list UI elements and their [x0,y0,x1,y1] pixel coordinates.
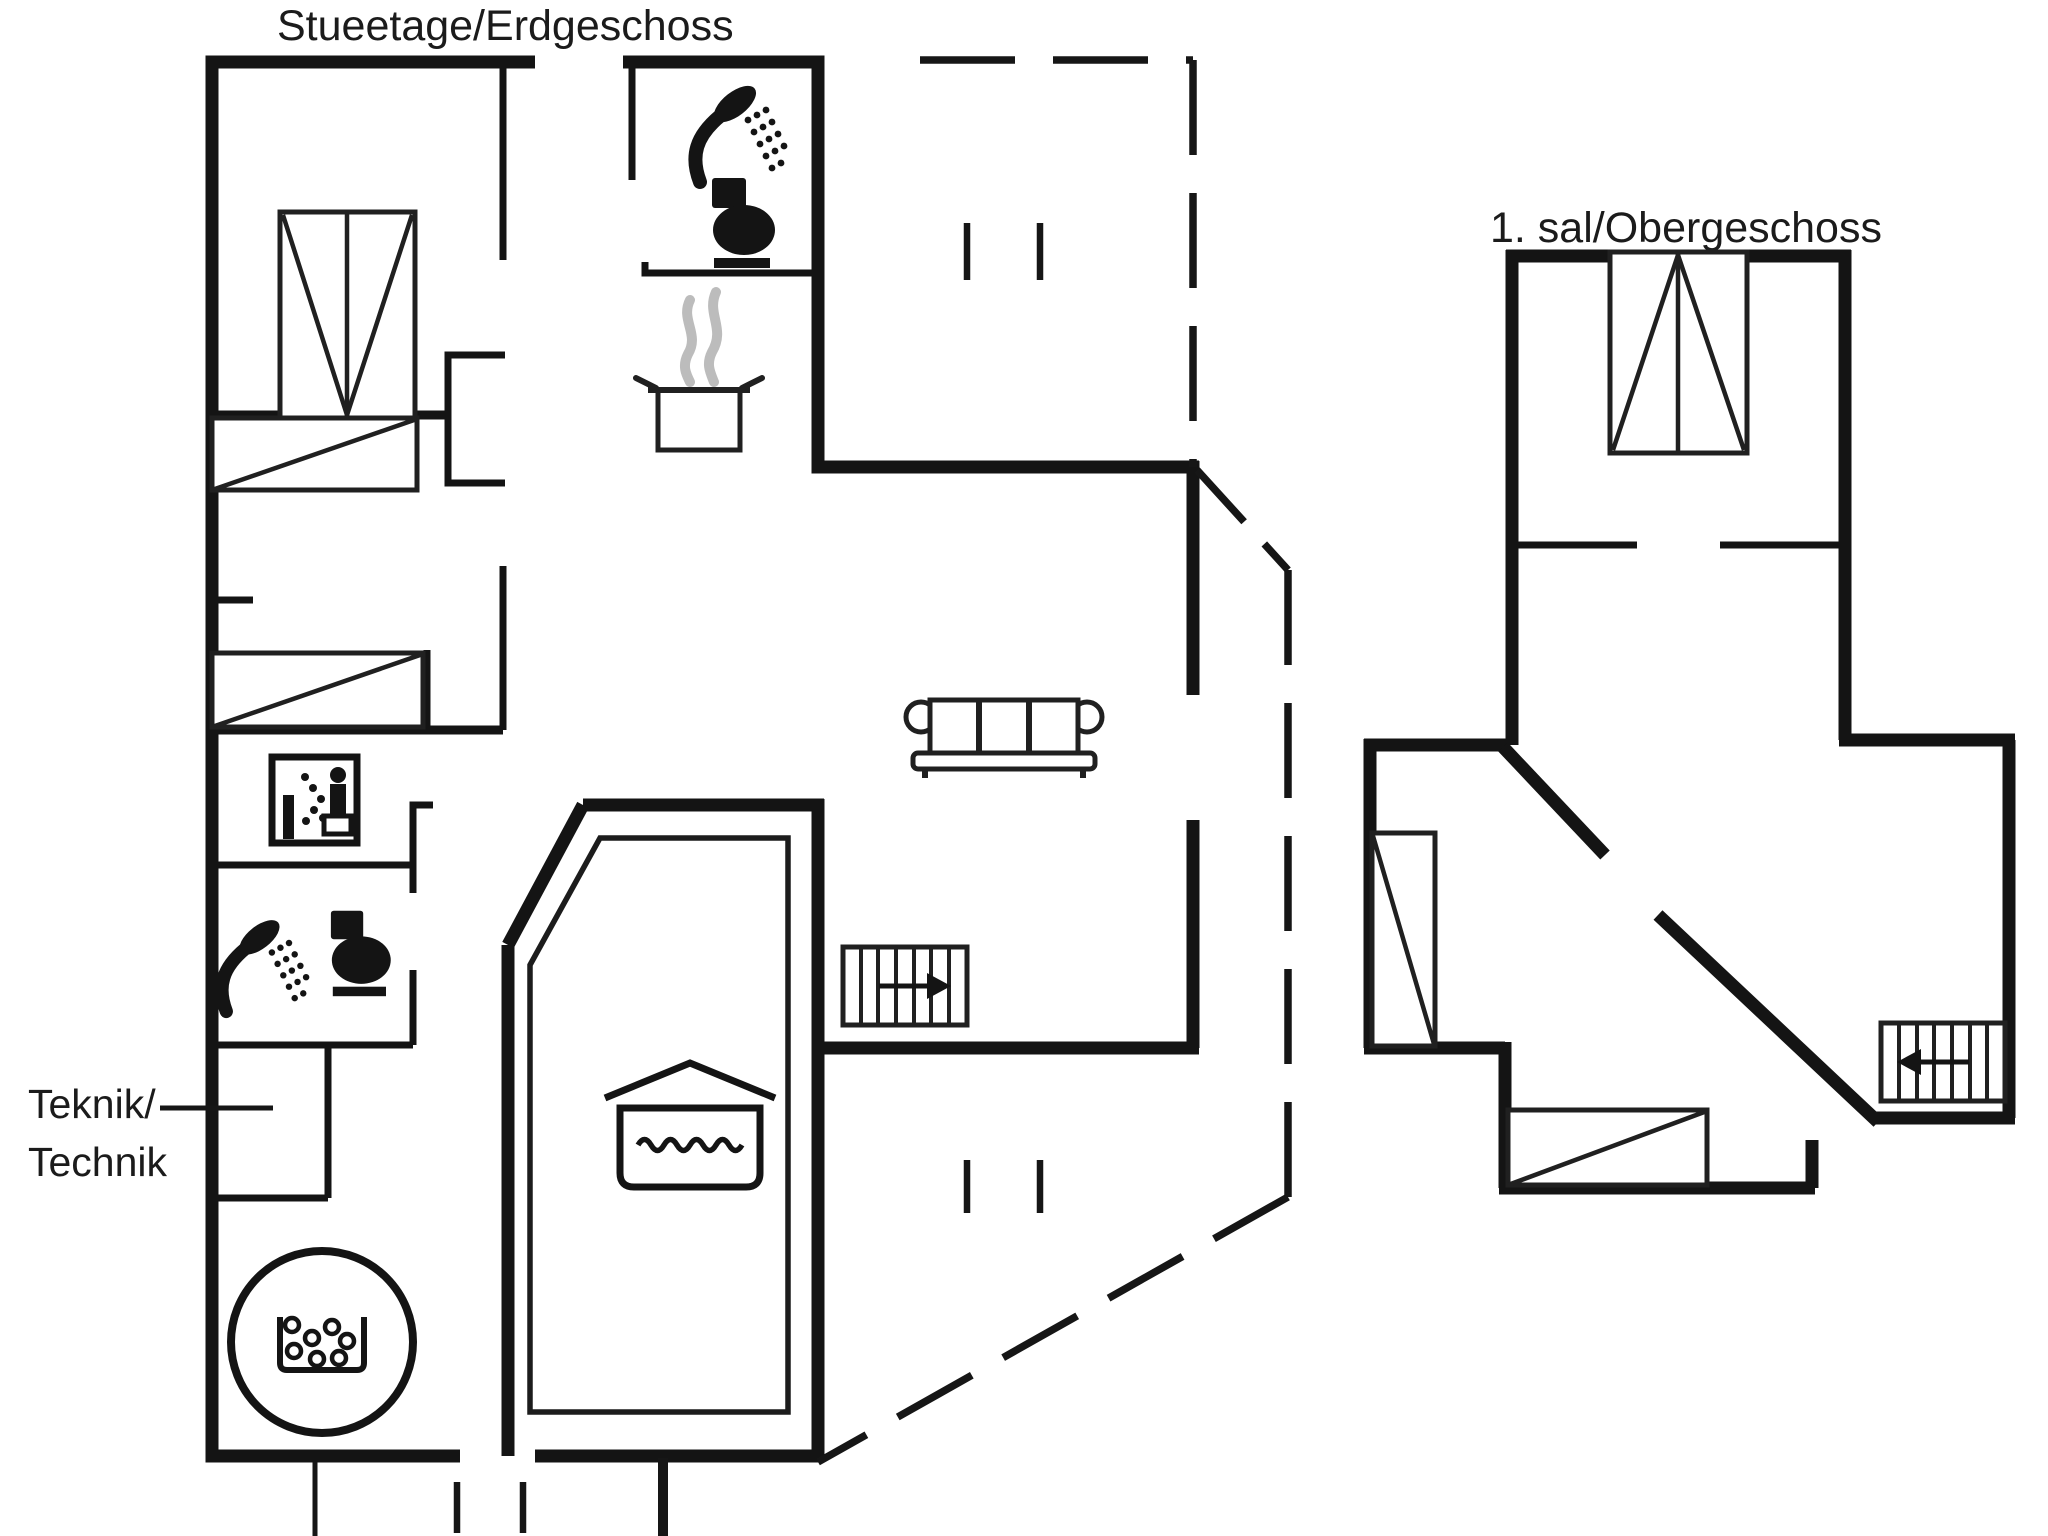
dashed-boundary [816,1193,1290,1466]
sofa-icon [903,697,1105,778]
dashed-boundary [1194,467,1291,573]
ground-floor-title: Stueetage/Erdgeschoss [277,2,734,50]
cooking-pot-icon [633,287,765,453]
diagonal-wall [1498,742,1610,860]
pool [527,835,791,1415]
technical-room-label-line2: Technik [28,1139,168,1185]
wardrobe-icon [277,209,418,421]
wall-segment [205,55,535,1463]
technical-room-annotation: Teknik/ Technik [28,1081,273,1185]
water-tank-icon [603,1059,777,1191]
wood-stove-icon [227,1247,417,1437]
wardrobe-icon [1607,249,1750,456]
technical-room-label-line1: Teknik/ [28,1081,156,1127]
bed-icon [209,650,426,730]
toilet-icon [712,178,775,268]
bed-icon [1505,1107,1710,1188]
toilet-icon [330,910,391,997]
pool-basin-outline [527,835,791,1415]
ground-floor-plan: Stueetage/Erdgeschoss [28,2,1292,1536]
ground-floor-outer-walls [205,55,1200,1463]
pool-room-chamfer-wall [502,801,589,949]
shower-icon [695,79,787,182]
alcove-wall [444,351,505,487]
stairs-icon [843,947,967,1025]
wall-segment [623,55,1199,474]
steam-icon [679,287,723,387]
stairs-icon [1881,1023,2005,1101]
upper-floor-title: 1. sal/Obergeschoss [1490,204,1882,252]
bed-icon [209,415,420,493]
bathroom-wall [641,262,818,277]
diagonal-wall [1653,910,1883,1127]
upper-floor-plan: 1. sal/Obergeschoss [1363,204,2016,1195]
terrace-dashed-outline [312,56,1292,1536]
wall-segment [409,801,433,893]
shower-icon [222,914,309,1012]
sauna-icon [268,753,361,847]
bed-icon [1369,830,1438,1049]
